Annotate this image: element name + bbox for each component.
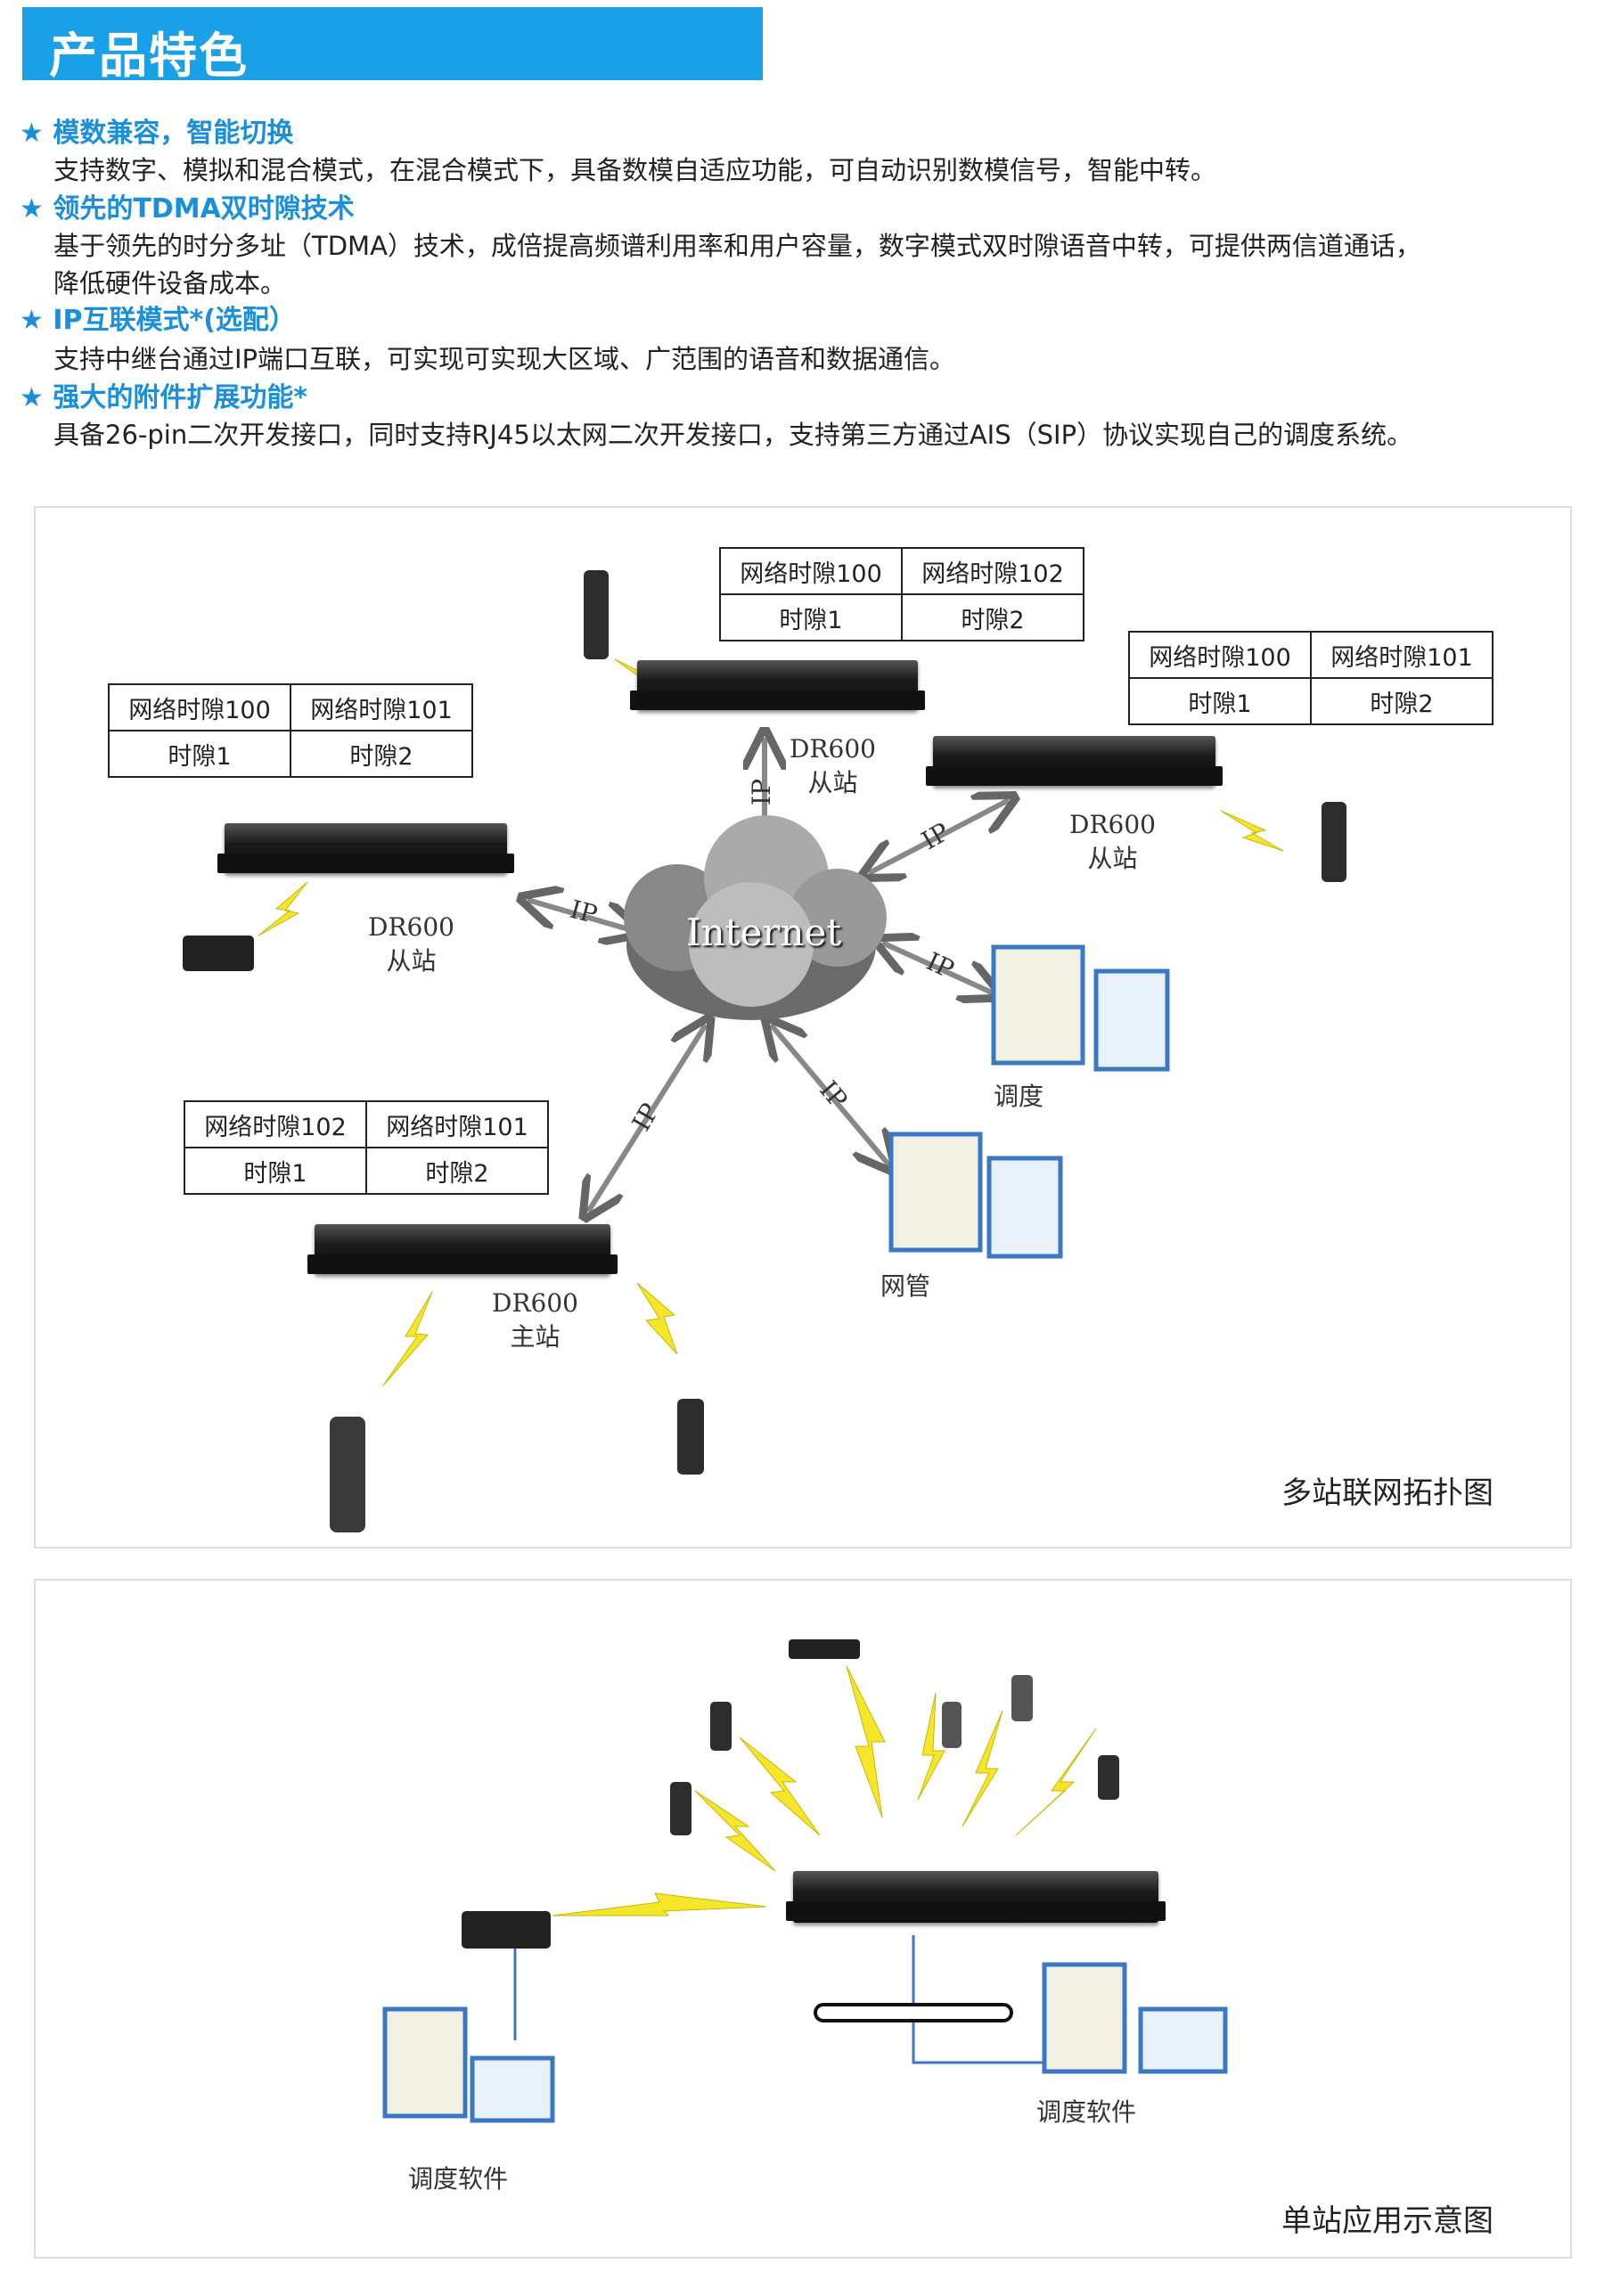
software-label: 调度软件 <box>408 2164 509 2194</box>
repeater-icon <box>307 1224 618 1274</box>
feature-title-4: ★ 强大的附件扩展功能* <box>20 382 308 413</box>
software-label: 调度软件 <box>1036 2097 1137 2127</box>
network-bus <box>814 2003 1013 2022</box>
internet-label: Internet <box>686 911 842 954</box>
section-title: 产品特色 <box>49 28 249 84</box>
computer-icons <box>382 944 1228 2123</box>
cable-lines <box>513 1935 1060 2064</box>
lightning-icons <box>258 658 1284 1916</box>
feature-title-3: ★ IP互联模式*(选配） <box>20 305 296 336</box>
section-header: 产品特色 <box>22 7 763 84</box>
ip-label: IP <box>746 779 776 805</box>
feature-text: 降低硬件设备成本。 <box>53 268 287 298</box>
topology-panel <box>34 506 1572 1548</box>
feature-text: 具备26-pin二次开发接口，同时支持RJ45以太网二次开发接口，支持第三方通过… <box>53 420 1413 450</box>
repeater-icon <box>786 1871 1166 1923</box>
feature-text: 支持中继台通过IP端口互联，可实现可实现大区域、广范围的语音和数据通信。 <box>53 344 956 374</box>
diagram-caption: 多站联网拓扑图 <box>1281 1475 1494 1511</box>
single-station-panel <box>34 1579 1572 2259</box>
feature-title-2: ★ 领先的TDMA双时隙技术 <box>20 193 355 225</box>
diagram-caption: 单站应用示意图 <box>1281 2203 1494 2239</box>
feature-text: 支持数字、模拟和混合模式，在混合模式下，具备数模自适应功能，可自动识别数模信号，… <box>53 155 1217 185</box>
feature-title-1: ★ 模数兼容，智能切换 <box>20 118 294 149</box>
repeater-icon <box>926 736 1223 786</box>
cloud-icon <box>624 815 887 1020</box>
repeater-icon <box>217 823 514 873</box>
feature-text: 基于领先的时分多址（TDMA）技术，成倍提高频谱利用率和用户容量，数字模式双时隙… <box>53 231 1421 261</box>
nms-label: 网管 <box>880 1271 931 1301</box>
ip-links <box>528 738 1009 1212</box>
radios <box>183 570 1346 1949</box>
dispatch-label: 调度 <box>994 1082 1044 1111</box>
repeater-icon <box>630 660 925 710</box>
